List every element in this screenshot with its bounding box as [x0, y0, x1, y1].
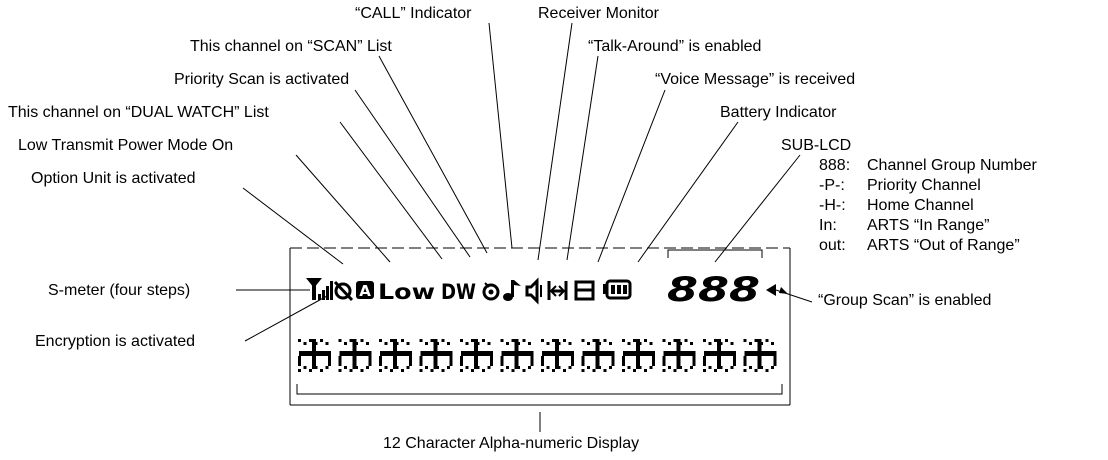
encryption-icon: [333, 280, 354, 302]
battery-icon: [603, 279, 632, 300]
label-s-meter: S-meter (four steps): [48, 282, 191, 299]
label-option-unit: Option Unit is activated: [31, 170, 196, 187]
envelope-icon: [574, 280, 595, 301]
legend-meaning: Home Channel: [867, 197, 974, 214]
display-character: [662, 339, 696, 372]
display-character: [581, 339, 615, 372]
note-icon: [503, 280, 521, 301]
display-character: [419, 339, 453, 372]
display-character: [500, 339, 534, 372]
legend-code: In:: [819, 217, 837, 234]
sub-lcd-legend-row: In: ARTS “In Range”: [819, 216, 989, 236]
label-low-power: Low Transmit Power Mode On: [18, 137, 234, 154]
sub-lcd-bracket: [667, 249, 763, 258]
sub-lcd-legend-row: out: ARTS “Out of Range”: [819, 236, 1020, 256]
display-character: [743, 339, 777, 372]
label-dual-watch: This channel on “DUAL WATCH” List: [8, 104, 269, 121]
display-character: [703, 339, 736, 372]
sub-lcd-legend-row: -P-: Priority Channel: [819, 176, 981, 196]
sub-lcd-legend-row: -H-: Home Channel: [819, 196, 974, 216]
call-icon: [482, 282, 500, 301]
alpha-numeric-display: [298, 339, 777, 372]
legend-code: -P-:: [819, 177, 845, 194]
display-character: [541, 339, 574, 372]
option-unit-letter: A: [359, 282, 371, 300]
label-alpha-display: 12 Character Alpha-numeric Display: [383, 435, 640, 452]
legend-meaning: ARTS “Out of Range”: [867, 237, 1020, 254]
display-character: [379, 339, 412, 372]
label-group-scan: “Group Scan” is enabled: [818, 292, 992, 309]
display-character: [298, 339, 331, 372]
display-character: [622, 339, 655, 372]
display-character: [338, 339, 372, 372]
group-scan-arrow-icon: [766, 284, 813, 303]
legend-meaning: Priority Channel: [867, 177, 981, 194]
legend-meaning: Channel Group Number: [867, 157, 1037, 174]
legend-code: 888:: [819, 157, 851, 174]
legend-meaning: ARTS “In Range”: [867, 217, 990, 234]
alpha-display-bracket: [296, 384, 783, 395]
option-unit-icon: A: [356, 281, 374, 300]
leader-lines: [236, 22, 801, 432]
low-power-indicator: Low: [378, 280, 435, 304]
label-voice-message: “Voice Message” is received: [655, 71, 856, 88]
label-scan-list: This channel on “SCAN” List: [190, 38, 392, 55]
label-talk-around: “Talk-Around” is enabled: [588, 38, 762, 55]
label-call-indicator: “CALL” Indicator: [355, 5, 472, 22]
legend-code: -H-:: [819, 197, 846, 214]
speaker-icon: [525, 277, 542, 305]
label-priority-scan: Priority Scan is activated: [174, 71, 350, 88]
label-sub-lcd: SUB-LCD: [781, 137, 852, 154]
sub-lcd-legend-row: 888: Channel Group Number: [819, 156, 1037, 176]
sub-lcd-digits: 888: [667, 270, 760, 310]
display-character: [460, 339, 493, 372]
antenna-icon: [306, 278, 333, 300]
dual-watch-indicator: DW: [441, 280, 476, 304]
talk-around-icon: [547, 281, 568, 300]
legend-code: out:: [819, 237, 846, 254]
label-receiver-monitor: Receiver Monitor: [538, 5, 659, 22]
label-battery-indicator: Battery Indicator: [720, 104, 837, 121]
label-encryption: Encryption is activated: [35, 333, 196, 350]
